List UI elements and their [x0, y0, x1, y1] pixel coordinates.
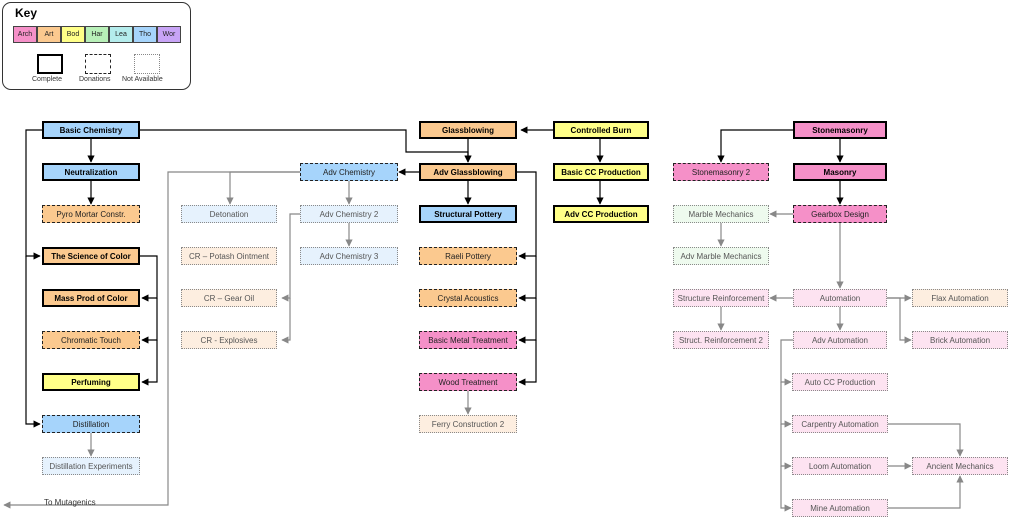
edge-adv-glassblowing-crystal	[518, 256, 537, 302]
key-legend: Key Arch Art Bod Har Lea Tho Wor Complet…	[2, 2, 191, 90]
node-automation[interactable]: Automation	[793, 289, 887, 307]
key-swatch-har: Har	[85, 26, 109, 43]
to-mutagenics-link[interactable]: To Mutagenics	[44, 498, 96, 507]
node-stonemasonry[interactable]: Stonemasonry	[793, 121, 887, 139]
node-basic-cc-production[interactable]: Basic CC Production	[553, 163, 649, 181]
edge-adv-glassblowing-basic-metal	[518, 298, 537, 344]
edge-adv-automation-loom	[780, 424, 792, 470]
key-not-available-label: Not Available	[122, 76, 163, 83]
node-mine-automation[interactable]: Mine Automation	[792, 499, 888, 517]
key-swatch-wor: Wor	[157, 26, 181, 43]
node-structure-reinforcement[interactable]: Structure Reinforcement	[673, 289, 769, 307]
edge-adv-chemistry-2-explosives	[281, 298, 291, 344]
edge-adv-automation-carpentry	[780, 382, 792, 428]
edge-adv-glassblowing-raeli	[517, 171, 537, 260]
key-swatch-tho: Tho	[133, 26, 157, 43]
edge-to-mutagenics	[3, 171, 300, 509]
node-flax-automation[interactable]: Flax Automation	[912, 289, 1008, 307]
edge-science-of-color-mass-prod	[140, 255, 158, 302]
edge-basic-chemistry-science-of-color	[25, 129, 42, 260]
node-adv-chemistry-3[interactable]: Adv Chemistry 3	[300, 247, 398, 265]
node-distillation-experiments[interactable]: Distillation Experiments	[42, 457, 140, 475]
node-masonry[interactable]: Masonry	[793, 163, 887, 181]
edge-science-of-color-chromatic-touch	[141, 298, 158, 344]
key-complete-sample	[37, 54, 63, 74]
key-donations-sample	[85, 54, 111, 74]
node-distillation[interactable]: Distillation	[42, 415, 140, 433]
key-swatch-art: Art	[37, 26, 61, 43]
node-auto-cc-production[interactable]: Auto CC Production	[792, 373, 888, 391]
key-swatch-lea: Lea	[109, 26, 133, 43]
node-structural-pottery[interactable]: Structural Pottery	[419, 205, 517, 223]
node-neutralization[interactable]: Neutralization	[42, 163, 140, 181]
edge-adv-chemistry-detonation	[226, 171, 300, 205]
node-cr-explosives[interactable]: CR - Explosives	[181, 331, 277, 349]
node-chromatic-touch[interactable]: Chromatic Touch	[42, 331, 140, 349]
edge-carpentry-ancient	[887, 423, 964, 457]
edge-adv-automation-auto-cc	[780, 339, 793, 386]
edge-basic-chemistry-distillation	[25, 256, 41, 428]
node-raeli-pottery[interactable]: Raeli Pottery	[419, 247, 517, 265]
node-cr-gear-oil[interactable]: CR – Gear Oil	[181, 289, 277, 307]
edge-automation-brick	[887, 297, 912, 344]
key-complete-label: Complete	[32, 76, 62, 83]
node-ancient-mechanics[interactable]: Ancient Mechanics	[912, 457, 1008, 475]
node-adv-marble-mechanics[interactable]: Adv Marble Mechanics	[673, 247, 769, 265]
key-donations-label: Donations	[79, 76, 111, 83]
node-gearbox-design[interactable]: Gearbox Design	[793, 205, 887, 223]
node-adv-chemistry-2[interactable]: Adv Chemistry 2	[300, 205, 398, 223]
node-basic-chemistry[interactable]: Basic Chemistry	[42, 121, 140, 139]
key-swatch-arch: Arch	[13, 26, 37, 43]
edge-science-of-color-perfuming	[141, 340, 158, 386]
node-marble-mechanics[interactable]: Marble Mechanics	[673, 205, 769, 223]
node-ferry-construction-2[interactable]: Ferry Construction 2	[419, 415, 517, 433]
node-crystal-acoustics[interactable]: Crystal Acoustics	[419, 289, 517, 307]
node-carpentry-automation[interactable]: Carpentry Automation	[792, 415, 888, 433]
edge-adv-glassblowing-wood	[518, 340, 537, 386]
edge-mine-ancient	[887, 475, 964, 509]
node-adv-glassblowing[interactable]: Adv Glassblowing	[419, 163, 517, 181]
node-brick-automation[interactable]: Brick Automation	[912, 331, 1008, 349]
edge-stonemasonry-stonemasonry-2	[717, 129, 793, 163]
key-swatch-bod: Bod	[61, 26, 85, 43]
node-stonemasonry-2[interactable]: Stonemasonry 2	[673, 163, 769, 181]
node-mass-prod-of-color[interactable]: Mass Prod of Color	[42, 289, 140, 307]
node-adv-automation[interactable]: Adv Automation	[793, 331, 887, 349]
node-loom-automation[interactable]: Loom Automation	[792, 457, 888, 475]
node-pyro-mortar-constr[interactable]: Pyro Mortar Constr.	[42, 205, 140, 223]
key-title: Key	[15, 6, 38, 20]
edge-adv-automation-mine	[780, 466, 792, 512]
node-wood-treatment[interactable]: Wood Treatment	[419, 373, 517, 391]
node-science-of-color[interactable]: The Science of Color	[42, 247, 140, 265]
key-not-available-sample	[134, 54, 160, 74]
node-detonation[interactable]: Detonation	[181, 205, 277, 223]
node-adv-chemistry[interactable]: Adv Chemistry	[300, 163, 398, 181]
node-basic-metal-treatment[interactable]: Basic Metal Treatment	[419, 331, 517, 349]
node-cr-potash-ointment[interactable]: CR – Potash Ointment	[181, 247, 277, 265]
node-perfuming[interactable]: Perfuming	[42, 373, 140, 391]
node-struct-reinforcement-2[interactable]: Struct. Reinforcement 2	[673, 331, 769, 349]
node-glassblowing[interactable]: Glassblowing	[419, 121, 517, 139]
node-adv-cc-production[interactable]: Adv CC Production	[553, 205, 649, 223]
node-controlled-burn[interactable]: Controlled Burn	[553, 121, 649, 139]
edge-adv-chemistry-2-gear-oil	[281, 213, 300, 302]
